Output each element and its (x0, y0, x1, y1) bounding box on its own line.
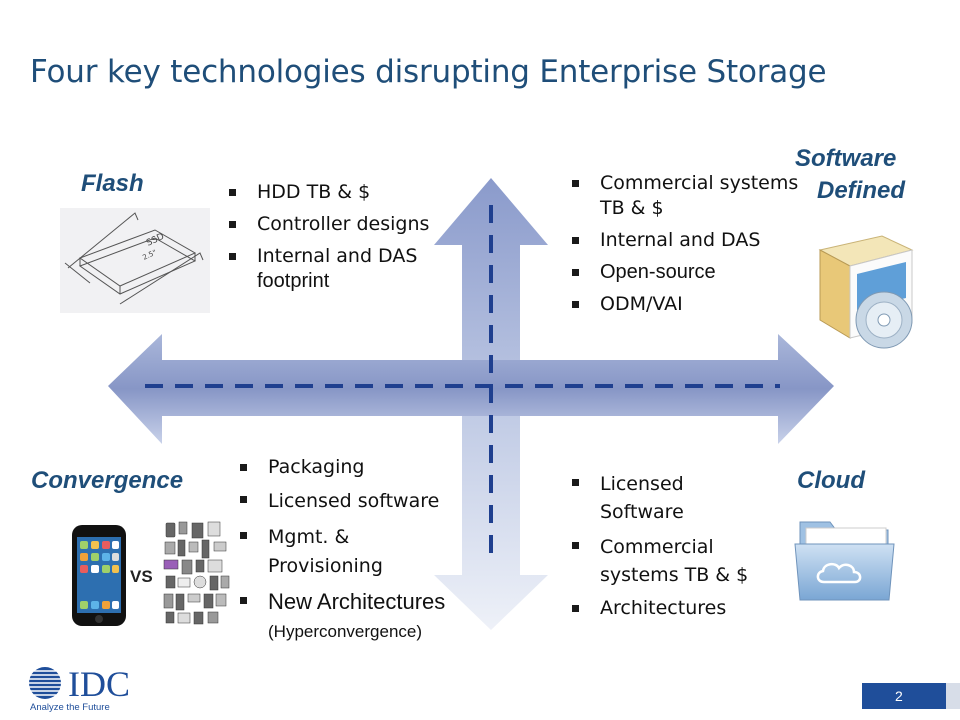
sd-bullet-4: ODM/VAI (568, 292, 818, 317)
page-number: 2 (862, 683, 946, 709)
vs-text: VS (130, 567, 153, 586)
page-number-endcap (946, 683, 960, 709)
conv-bullet-1: Packaging (236, 455, 456, 480)
label-defined: Defined (817, 177, 906, 204)
sd-bullet-1: Commercial systems TB & $ (568, 171, 818, 221)
horizontal-arrow (108, 334, 834, 444)
sd-bullet-2: Internal and DAS (568, 228, 818, 253)
idc-tagline: Analyze the Future (30, 702, 110, 713)
label-convergence: Convergence (31, 467, 184, 494)
cloud-bullets: Licensed Software Commercial systems TB … (568, 470, 758, 628)
label-software: Software (795, 145, 897, 172)
cloud-folder-icon (794, 521, 895, 601)
cloud-bullet-3: Architectures (568, 596, 758, 621)
software-defined-bullets: Commercial systems TB & $ Internal and D… (568, 171, 818, 324)
slide-title: Four key technologies disrupting Enterpr… (30, 54, 827, 90)
flash-bullets: HDD TB & $ Controller designs Internal a… (225, 180, 445, 294)
software-box-icon (818, 235, 914, 349)
devices-collage-icon (163, 521, 230, 625)
smartphone-icon (72, 525, 126, 626)
idc-logo-text: IDC (68, 664, 130, 704)
cloud-bullet-1: Licensed Software (568, 470, 758, 526)
convergence-bullets: Packaging Licensed software Mgmt. & Prov… (236, 455, 456, 652)
label-cloud: Cloud (797, 467, 865, 494)
cloud-bullet-2: Commercial systems TB & $ (568, 533, 758, 589)
sd-bullet-3: Open-source (568, 260, 818, 285)
ssd-drawing-icon: SSD 2.5" (60, 208, 210, 313)
idc-logo: IDC Analyze the Future (29, 664, 130, 713)
flash-bullet-2: Controller designs (225, 212, 445, 237)
conv-bullet-4: New Architectures(Hyperconvergence) (236, 588, 456, 645)
flash-bullet-1: HDD TB & $ (225, 180, 445, 205)
conv-bullet-3: Mgmt. & Provisioning (236, 523, 456, 581)
conv-bullet-2: Licensed software (236, 487, 456, 516)
label-flash: Flash (81, 170, 144, 197)
